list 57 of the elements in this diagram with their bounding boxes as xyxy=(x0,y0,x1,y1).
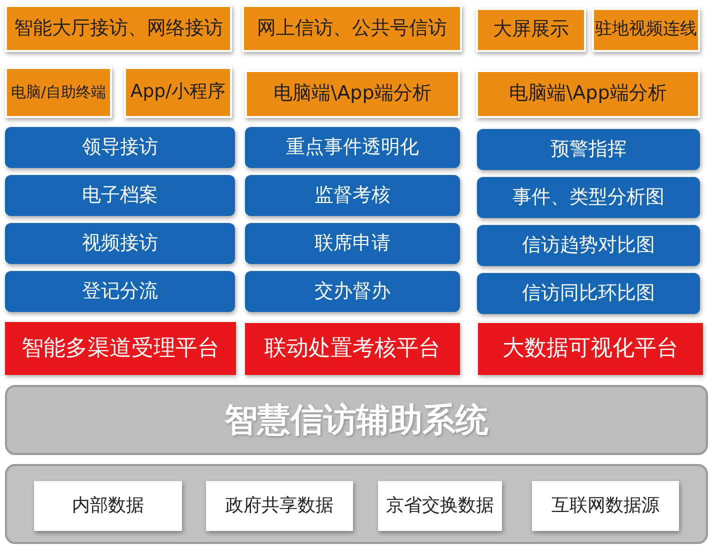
channel-label: 智能大厅接访、网络接访 xyxy=(14,18,223,40)
data-source-panel xyxy=(5,464,708,544)
function-label: 重点事件透明化 xyxy=(286,136,419,158)
platform-label: 大数据可视化平台 xyxy=(502,336,678,362)
data-source-label: 京省交换数据 xyxy=(386,496,494,516)
function-box xyxy=(245,223,460,264)
channel-label: 大屏展示 xyxy=(493,19,569,41)
function-box xyxy=(5,175,235,216)
platform-label: 联动处置考核平台 xyxy=(264,336,440,362)
function-box xyxy=(477,225,700,266)
channel-box xyxy=(5,67,112,118)
function-box xyxy=(477,273,700,314)
data-source-box xyxy=(34,481,182,531)
channel-label: 电脑/自助终端 xyxy=(10,84,106,102)
platform-box xyxy=(245,323,460,375)
channel-box xyxy=(245,70,460,118)
function-label: 交办督办 xyxy=(314,280,390,302)
function-box xyxy=(245,175,460,216)
channel-label: 电脑端\App端分析 xyxy=(509,83,667,105)
channel-box xyxy=(124,67,232,118)
data-source-label: 政府共享数据 xyxy=(226,496,334,516)
data-source-box xyxy=(532,481,679,531)
function-label: 监督考核 xyxy=(314,184,390,206)
platform-box xyxy=(5,322,236,375)
function-label: 事件、类型分析图 xyxy=(512,186,664,208)
function-label: 联席申请 xyxy=(314,232,390,254)
system-band xyxy=(5,385,708,455)
data-source-label: 互联网数据源 xyxy=(552,496,660,516)
system-title: 智慧信访辅助系统 xyxy=(224,401,488,439)
function-box xyxy=(477,177,700,218)
function-label: 电子档案 xyxy=(82,184,158,206)
platform-box xyxy=(478,323,703,375)
function-box xyxy=(245,127,460,168)
function-box xyxy=(477,129,700,170)
channel-label: App/小程序 xyxy=(130,82,226,103)
channel-box xyxy=(592,8,700,52)
data-source-box xyxy=(206,481,353,531)
function-label: 领导接访 xyxy=(82,136,158,158)
function-box xyxy=(5,127,235,168)
channel-label: 电脑端\App端分析 xyxy=(274,83,432,105)
channel-box xyxy=(476,8,586,52)
function-box xyxy=(245,271,460,312)
channel-label: 网上信访、公共号信访 xyxy=(257,18,447,40)
function-label: 信访趋势对比图 xyxy=(522,234,655,256)
channel-box xyxy=(5,5,232,52)
data-source-box xyxy=(378,481,502,531)
channel-box xyxy=(476,70,700,118)
function-box xyxy=(5,271,235,312)
channel-box xyxy=(242,5,462,52)
function-label: 视频接访 xyxy=(82,232,158,254)
function-label: 信访同比环比图 xyxy=(522,282,655,304)
function-label: 登记分流 xyxy=(82,280,158,302)
platform-label: 智能多渠道受理平台 xyxy=(22,336,220,362)
channel-label: 驻地视频连线 xyxy=(595,20,697,40)
function-box xyxy=(5,223,235,264)
data-source-label: 内部数据 xyxy=(72,496,144,516)
function-label: 预警指挥 xyxy=(550,138,626,160)
